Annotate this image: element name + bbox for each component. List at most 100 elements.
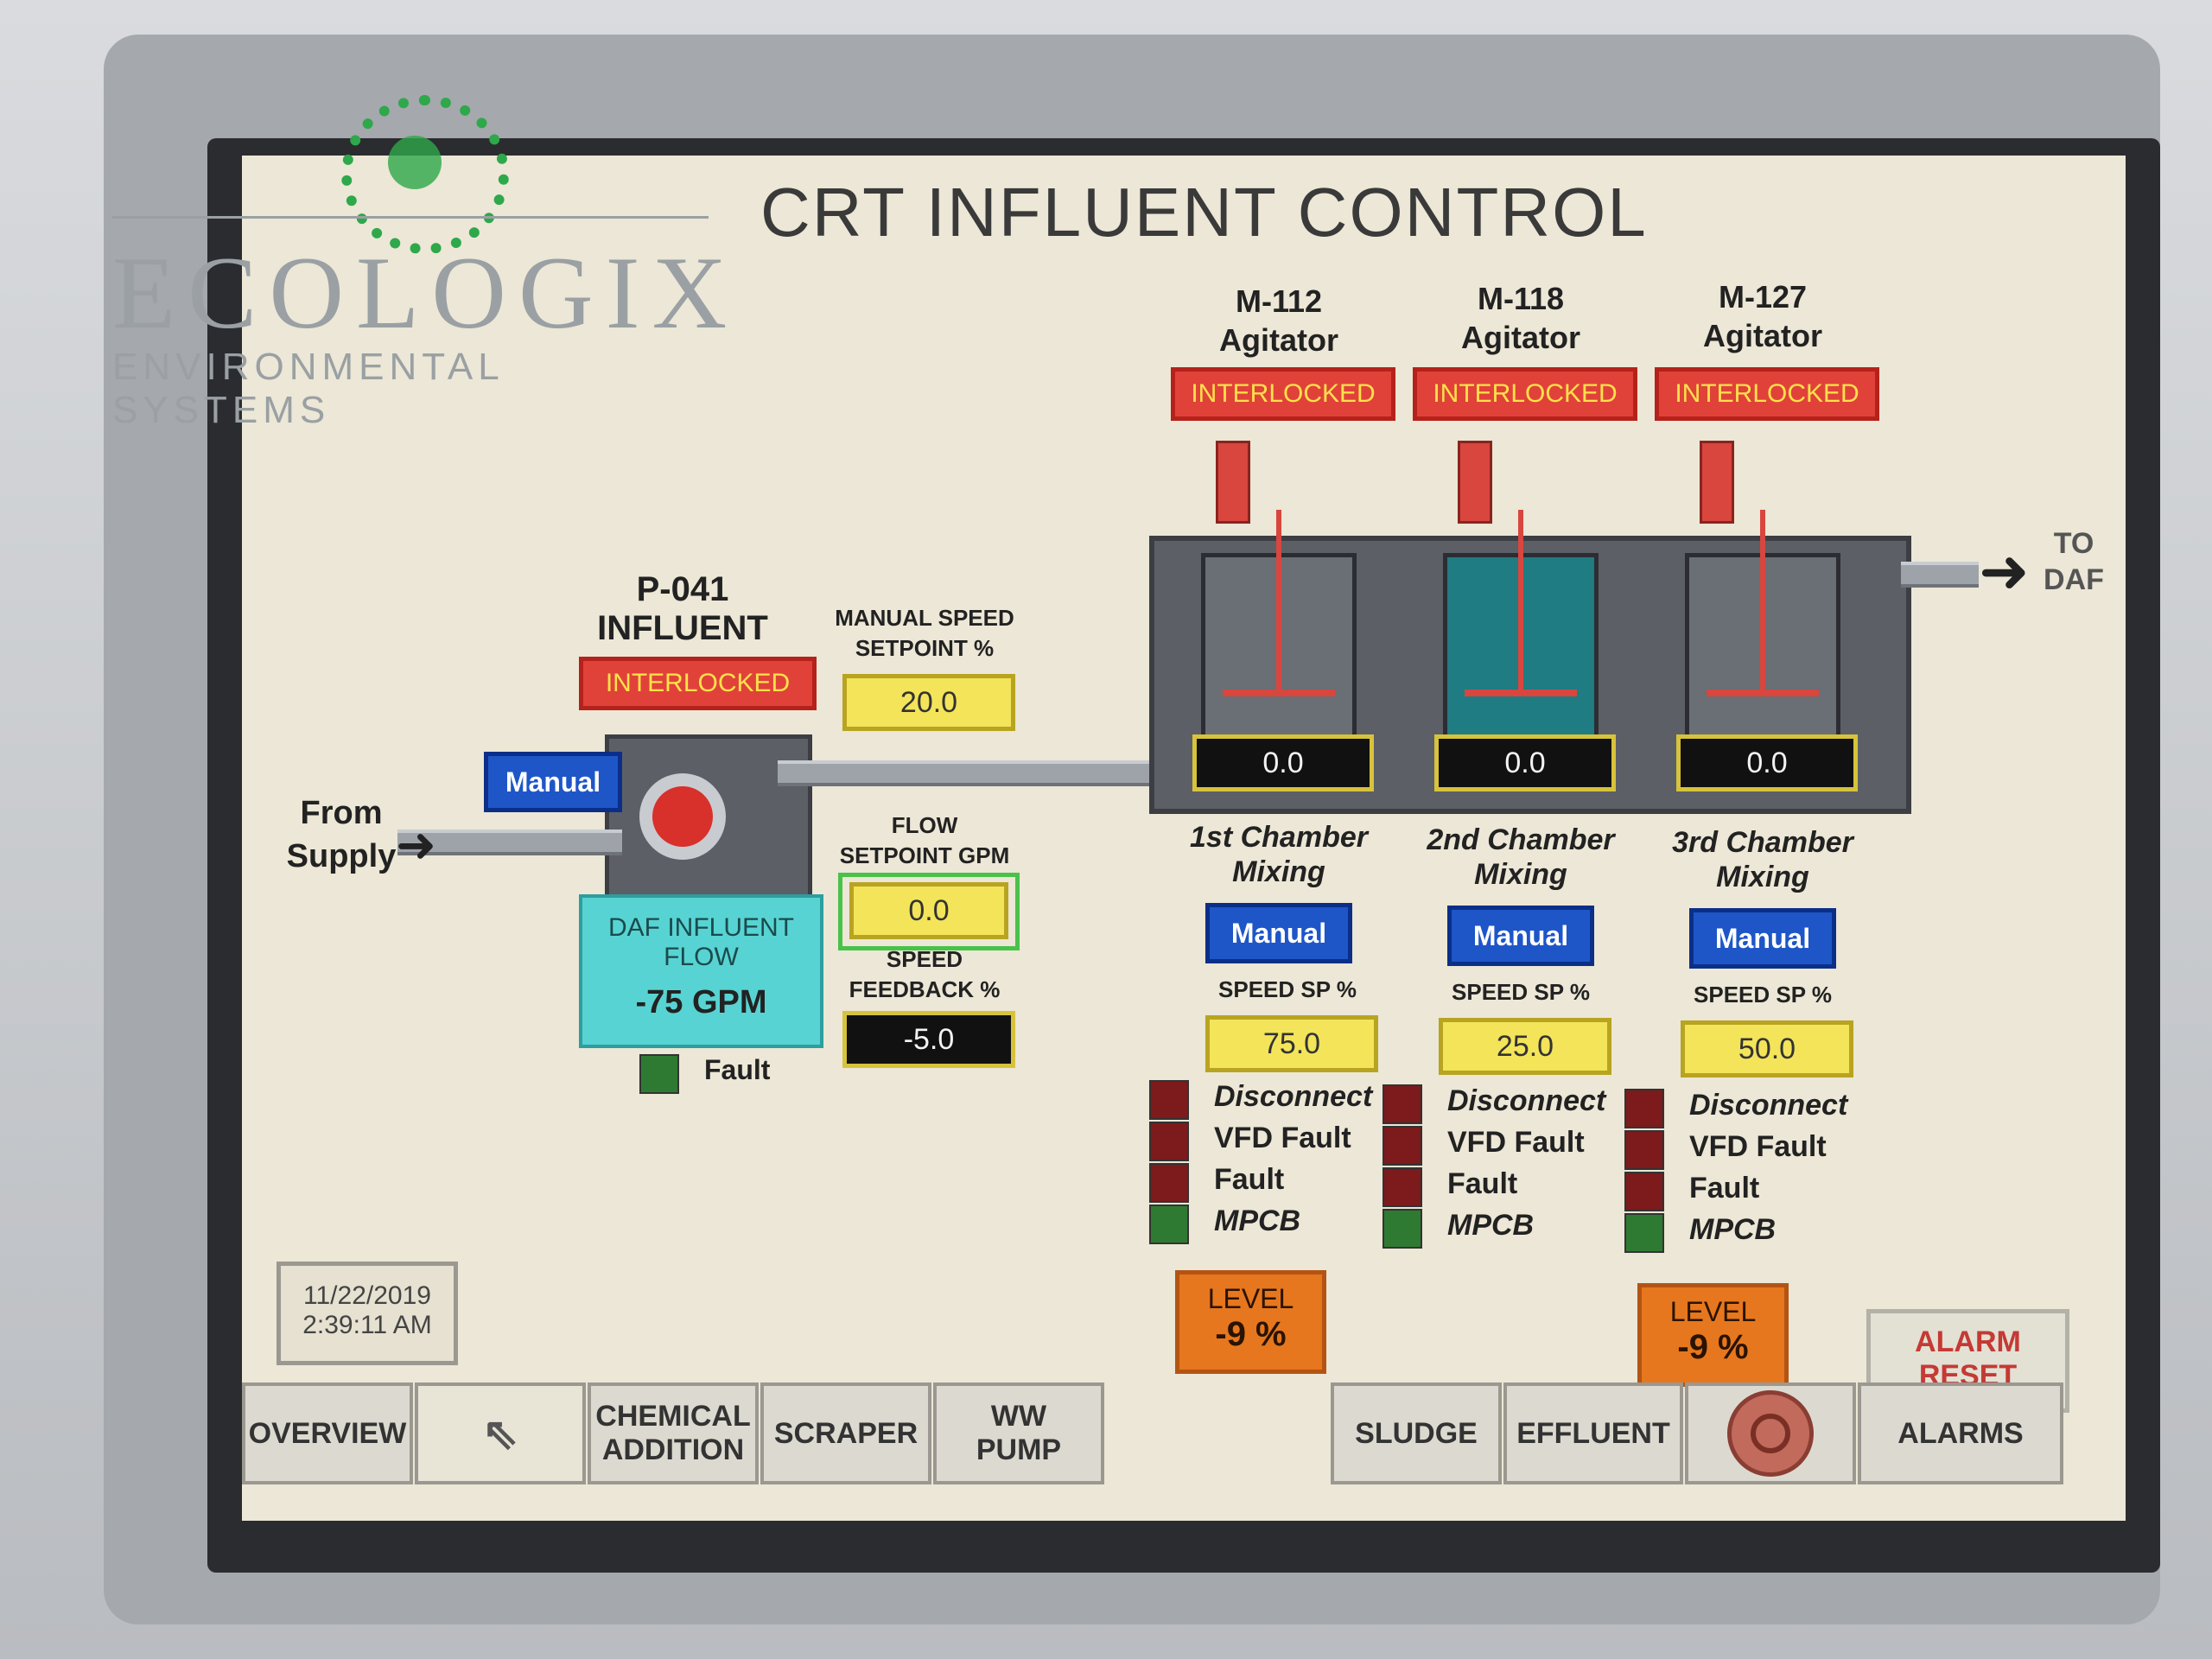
chamber-1-mixing: Mixing — [1232, 855, 1325, 888]
agitator-1-vfd-fault-label: VFD Fault — [1214, 1122, 1351, 1154]
agitator-2-motor-icon[interactable] — [1458, 441, 1492, 524]
pump-impeller-icon — [652, 786, 713, 847]
agitator-2-reading: 0.0 — [1434, 734, 1616, 791]
flow-setpoint-label-2: SETPOINT GPM — [839, 842, 1010, 868]
supply-pipe — [397, 830, 622, 855]
agitator-1-mpcb-indicator — [1149, 1205, 1189, 1244]
pump-manual-button[interactable]: Manual — [484, 752, 622, 812]
nav-chemical-label-1: CHEMICAL — [595, 1400, 751, 1433]
nav-overview-label: OVERVIEW — [248, 1416, 407, 1450]
agitator-3-vfd-fault-label: VFD Fault — [1689, 1130, 1827, 1163]
manual-speed-setpoint-input[interactable]: 20.0 — [842, 674, 1015, 731]
agitator-1-speed-sp-label: SPEED SP % — [1218, 976, 1357, 1002]
supply-arrow-icon: ➜ — [396, 817, 436, 872]
speed-feedback-label-1: SPEED — [886, 946, 963, 972]
agitator-2-id: M-118 — [1477, 281, 1565, 316]
chamber-3 — [1659, 510, 1866, 804]
nav-chemical-addition[interactable]: CHEMICAL ADDITION — [588, 1382, 759, 1484]
agitator-2-speed-sp-label: SPEED SP % — [1452, 979, 1590, 1005]
flow-setpoint-label-1: FLOW — [891, 812, 958, 838]
nav-overview[interactable]: OVERVIEW — [242, 1382, 413, 1484]
nav-sludge-label: SLUDGE — [1355, 1416, 1478, 1450]
time-text: 2:39:11 AM — [302, 1311, 432, 1339]
chamber-2-mixing: Mixing — [1474, 858, 1567, 891]
agitator-3-motor-icon[interactable] — [1700, 441, 1734, 524]
nav-ww-pump[interactable]: WW PUMP — [933, 1382, 1104, 1484]
agitator-1-mpcb-label: MPCB — [1214, 1205, 1301, 1237]
agitator-2-mpcb-label: MPCB — [1447, 1209, 1535, 1242]
daf-flow-title-1: DAF INFLUENT — [607, 913, 794, 942]
pump-fault-label: Fault — [704, 1054, 771, 1085]
agitator-2-vfd-fault-label: VFD Fault — [1447, 1126, 1585, 1159]
to-label: TO — [2053, 527, 2094, 560]
mouse-pointer-icon: ⇖ — [482, 1409, 518, 1458]
agitator-1-disconnect-label: Disconnect — [1214, 1080, 1373, 1113]
nav-pump-graphic[interactable] — [1685, 1382, 1856, 1484]
agitator-3-manual-button[interactable]: Manual — [1689, 908, 1836, 969]
agitator-3-fault-indicator — [1624, 1172, 1664, 1211]
nav-effluent[interactable]: EFFLUENT — [1503, 1382, 1683, 1484]
nav-scraper-label: SCRAPER — [773, 1416, 918, 1450]
daf-flow-title-2: FLOW — [664, 943, 739, 971]
agitator-2-interlocked-status: INTERLOCKED — [1413, 367, 1637, 421]
speed-feedback-value: -5.0 — [842, 1011, 1015, 1068]
nav-blank-pointer[interactable]: ⇖ — [415, 1382, 586, 1484]
pump-icon — [1727, 1390, 1814, 1477]
agitator-2-shaft — [1518, 510, 1523, 696]
pump-volute[interactable] — [639, 773, 726, 860]
agitator-2-mpcb-indicator — [1382, 1209, 1422, 1249]
agitator-2-manual-button[interactable]: Manual — [1447, 906, 1594, 966]
daf-flow-value: -75 GPM — [635, 984, 767, 1020]
nav-ww-label-2: PUMP — [976, 1433, 1062, 1466]
agitator-2-fault-label: Fault — [1447, 1167, 1518, 1200]
agitator-3-speed-sp-input[interactable]: 50.0 — [1681, 1020, 1853, 1077]
agitator-2-fault-indicator — [1382, 1167, 1422, 1207]
page-title: CRT INFLUENT CONTROL — [760, 174, 1648, 251]
daf-influent-flow-panel: DAF INFLUENT FLOW -75 GPM — [579, 894, 823, 1048]
nav-alarms[interactable]: ALARMS — [1858, 1382, 2063, 1484]
agitator-3-disconnect-label: Disconnect — [1689, 1089, 1848, 1122]
nav-scraper[interactable]: SCRAPER — [760, 1382, 931, 1484]
agitator-1-motor-icon[interactable] — [1216, 441, 1250, 524]
datetime-panel: 11/22/2019 2:39:11 AM — [276, 1262, 458, 1365]
agitator-1-manual-button[interactable]: Manual — [1205, 903, 1352, 963]
agitator-1-interlocked-status: INTERLOCKED — [1171, 367, 1395, 421]
date-text: 11/22/2019 — [303, 1281, 431, 1310]
outlet-arrow-icon: ➜ — [1979, 537, 2030, 605]
nav-chemical-label-2: ADDITION — [601, 1433, 745, 1466]
agitator-3-mpcb-label: MPCB — [1689, 1213, 1777, 1246]
agitator-2-label: Agitator — [1461, 320, 1580, 355]
laurel-wreath-icon — [341, 95, 509, 254]
outlet-pipe — [1901, 562, 1979, 588]
chamber-2-name: 2nd Chamber — [1427, 823, 1615, 856]
chamber-1 — [1175, 510, 1382, 804]
nav-alarms-label: ALARMS — [1897, 1416, 2024, 1450]
agitator-1-level-value: -9 % — [1215, 1315, 1287, 1353]
agitator-3-interlocked-status: INTERLOCKED — [1655, 367, 1879, 421]
agitator-1-speed-sp-input[interactable]: 75.0 — [1205, 1015, 1378, 1072]
pump-fault-indicator — [639, 1054, 679, 1094]
flow-setpoint-focus-frame: 0.0 — [838, 873, 1020, 950]
agitator-3-vfd-fault-indicator — [1624, 1130, 1664, 1170]
chamber-3-mixing: Mixing — [1716, 861, 1809, 893]
pump-label: INFLUENT — [597, 609, 768, 647]
agitator-3-shaft — [1760, 510, 1765, 696]
logo-tagline-text: ENVIRONMENTAL SYSTEMS — [112, 346, 504, 431]
agitator-3-level-panel: LEVEL -9 % — [1637, 1283, 1789, 1387]
nav-sludge[interactable]: SLUDGE — [1331, 1382, 1502, 1484]
agitator-2-speed-sp-input[interactable]: 25.0 — [1439, 1018, 1611, 1075]
chamber-3-name: 3rd Chamber — [1672, 826, 1853, 859]
agitator-1-level-panel: LEVEL -9 % — [1175, 1270, 1326, 1374]
agitator-3-label: Agitator — [1703, 318, 1822, 353]
agitator-1-fault-indicator — [1149, 1163, 1189, 1203]
nav-effluent-label: EFFLUENT — [1516, 1416, 1670, 1450]
agitator-1-vfd-fault-indicator — [1149, 1122, 1189, 1161]
agitator-3-speed-sp-label: SPEED SP % — [1694, 982, 1832, 1007]
logo-rule — [112, 216, 709, 219]
flow-setpoint-input[interactable]: 0.0 — [849, 882, 1008, 939]
agitator-1-blade — [1223, 690, 1335, 696]
agitator-2-vfd-fault-indicator — [1382, 1126, 1422, 1166]
hmi-screen: CRT INFLUENT CONTROL P-041 INFLUENT INTE… — [242, 156, 2126, 1521]
agitator-2-blade — [1465, 690, 1577, 696]
